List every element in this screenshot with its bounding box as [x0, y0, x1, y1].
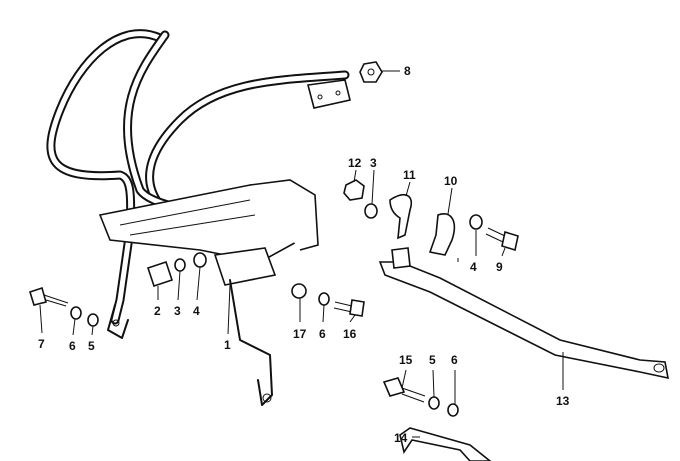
callout-5: 5 [88, 339, 95, 353]
callout-14: 14 [394, 431, 408, 445]
callout-4: 4 [470, 260, 477, 274]
callout-6: 6 [319, 327, 326, 341]
bolt-16-group [291, 283, 365, 317]
callout-13: 13 [556, 394, 570, 408]
callout-5: 5 [429, 353, 436, 367]
callout-1: 1 [224, 338, 231, 352]
callout-16: 16 [343, 327, 357, 341]
bolt-2-group [146, 252, 207, 288]
callout-15: 15 [399, 353, 413, 367]
callout-6: 6 [451, 353, 458, 367]
clamp-group [343, 179, 519, 256]
support-bracket-tubes [46, 29, 351, 325]
callout-11: 11 [403, 168, 416, 182]
callout-17: 17 [293, 327, 307, 341]
leader-lines [39, 70, 564, 438]
callout-labels: 8 12 3 11 10 4 9 7 6 5 2 3 4 1 17 6 16 1… [38, 64, 570, 445]
bracket-14-group [382, 377, 492, 461]
callout-6: 6 [69, 339, 76, 353]
hinge-housing [98, 179, 319, 406]
callout-10: 10 [444, 174, 458, 188]
nut-8 [359, 61, 383, 83]
callout-7: 7 [38, 337, 45, 351]
callout-12: 12 [348, 156, 362, 170]
callout-8: 8 [404, 64, 411, 78]
callout-4: 4 [193, 304, 200, 318]
bolt-7-group [29, 286, 99, 327]
callout-2: 2 [154, 304, 161, 318]
callout-9: 9 [496, 260, 503, 274]
callout-3: 3 [174, 304, 181, 318]
strut-13 [378, 247, 670, 380]
callout-3: 3 [370, 156, 377, 170]
